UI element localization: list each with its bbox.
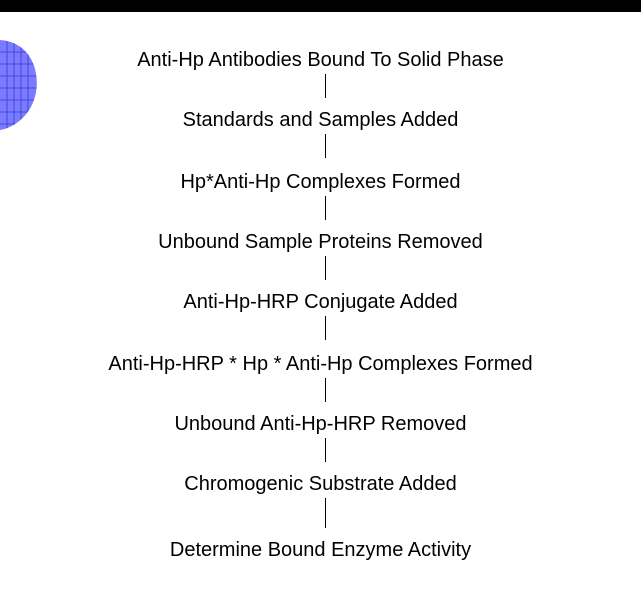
- step-sample-proteins-removed: Unbound Sample Proteins Removed: [158, 231, 483, 253]
- step-substrate-added: Chromogenic Substrate Added: [184, 473, 457, 495]
- connector-2: [325, 134, 326, 158]
- step-conjugate-added: Anti-Hp-HRP Conjugate Added: [183, 291, 458, 313]
- top-rule: [0, 0, 641, 12]
- connector-8: [325, 498, 326, 528]
- step-determine-activity: Determine Bound Enzyme Activity: [169, 539, 472, 561]
- step-antibodies-bound: Anti-Hp Antibodies Bound To Solid Phase: [137, 49, 504, 71]
- solid-phase-well-icon: [0, 40, 37, 130]
- connector-6: [325, 378, 326, 402]
- step-conjugate-removed: Unbound Anti-Hp-HRP Removed: [174, 413, 467, 435]
- step-standards-samples-added: Standards and Samples Added: [182, 109, 459, 131]
- connector-7: [325, 438, 326, 462]
- step-complexes-formed: Hp*Anti-Hp Complexes Formed: [180, 171, 461, 193]
- connector-5: [325, 316, 326, 340]
- step-sandwich-complexes-formed: Anti-Hp-HRP * Hp * Anti-Hp Complexes For…: [108, 353, 533, 375]
- connector-1: [325, 74, 326, 98]
- connector-4: [325, 256, 326, 280]
- connector-3: [325, 196, 326, 220]
